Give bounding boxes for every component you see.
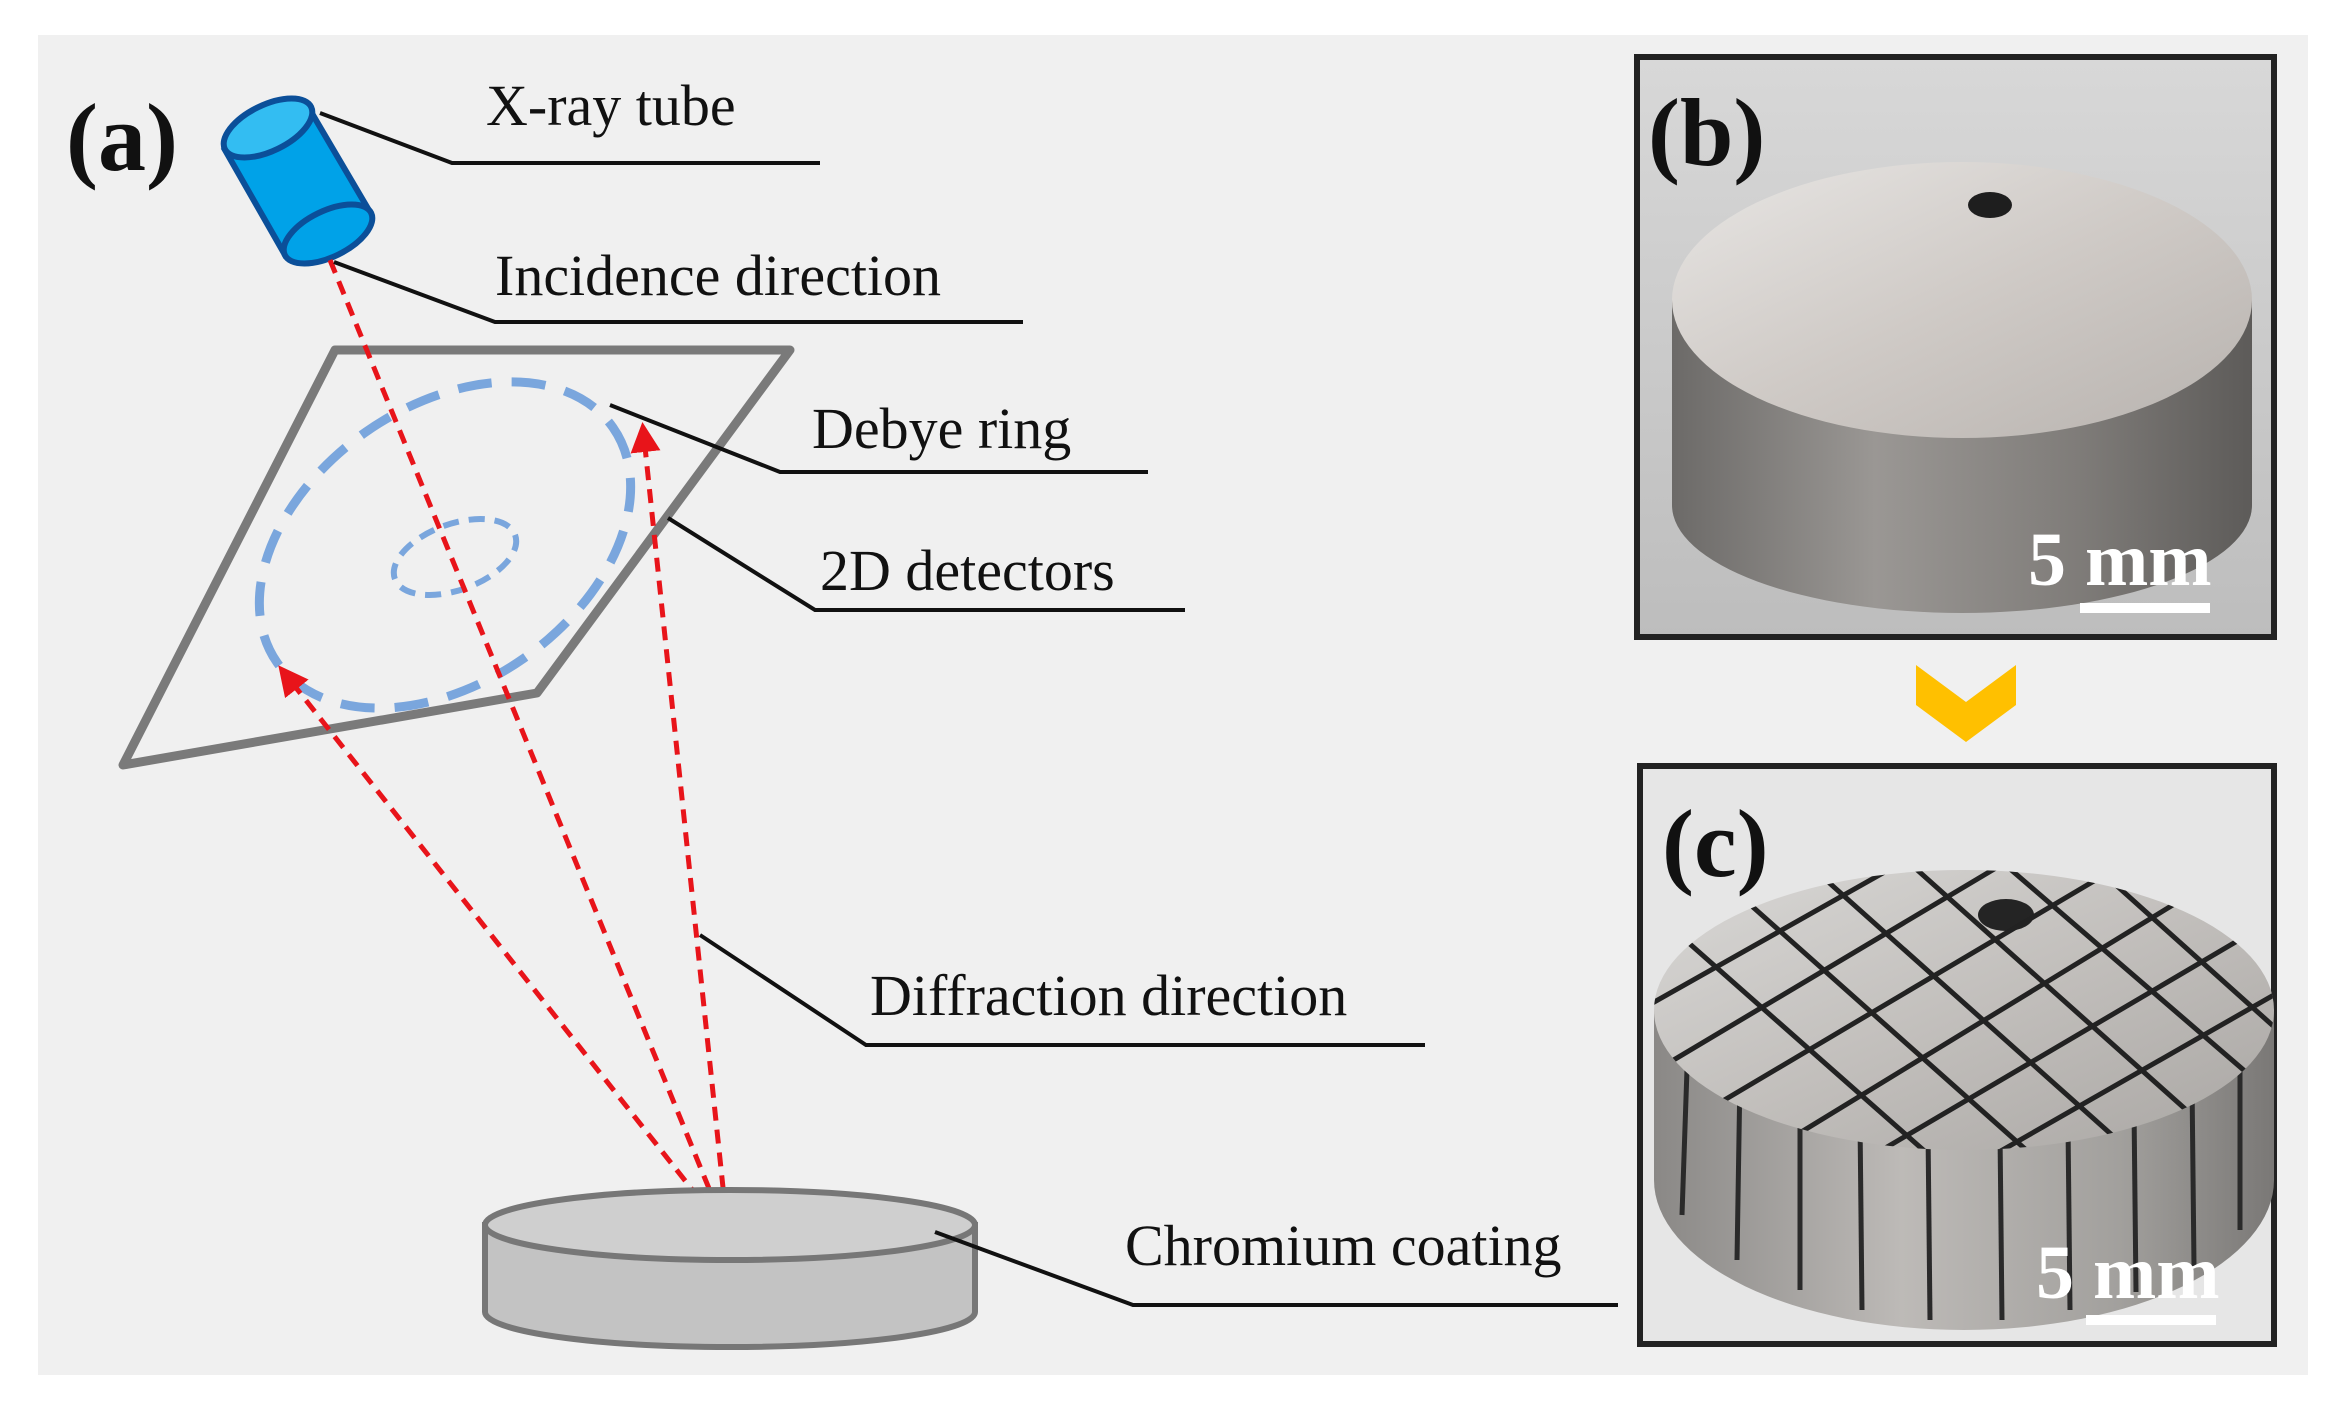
panel-b-photo: (b) 5 mm [1634,54,2277,640]
label-debye-ring: Debye ring [812,396,1071,461]
label-chromium-coating: Chromium coating [1125,1213,1562,1278]
scribed-side-lines [1679,1039,2243,1321]
leader-debye-ring [609,403,1148,474]
debye-ring-outer [254,377,636,713]
label-xray-tube: X-ray tube [486,73,736,138]
label-2d-detectors: 2D detectors [820,538,1115,603]
leader-xray-tube [319,111,820,165]
incident-beam [327,259,731,1236]
leader-diffraction [698,933,1425,1047]
leader-detectors [666,516,1185,612]
chevron-down-icon [1916,665,2016,742]
panel-c-photo: (c) 5 mm [1637,763,2277,1347]
xray-tube-icon [220,95,376,267]
label-diffraction-direction: Diffraction direction [870,963,1347,1028]
scale-bar-c-text: 5 mm [2036,1231,2220,1315]
leader-incidence [333,260,1023,324]
diffracted-beam-right [630,422,731,1236]
leader-lines [319,111,1618,1307]
detector-plane [118,345,795,770]
scale-bar-b-text: 5 mm [2028,518,2212,602]
diffracted-beam-left [278,665,730,1237]
panel-b-label: (b) [1648,79,1765,186]
scale-bar-c-line [2086,1315,2216,1325]
leader-chromium [934,1230,1618,1307]
panel-c-label: (c) [1662,790,1769,897]
scale-bar-b-line [2080,603,2210,613]
panel-a-label: (a) [66,84,178,191]
specimen-disk [482,1187,978,1350]
label-incidence-direction: Incidence direction [495,243,941,308]
